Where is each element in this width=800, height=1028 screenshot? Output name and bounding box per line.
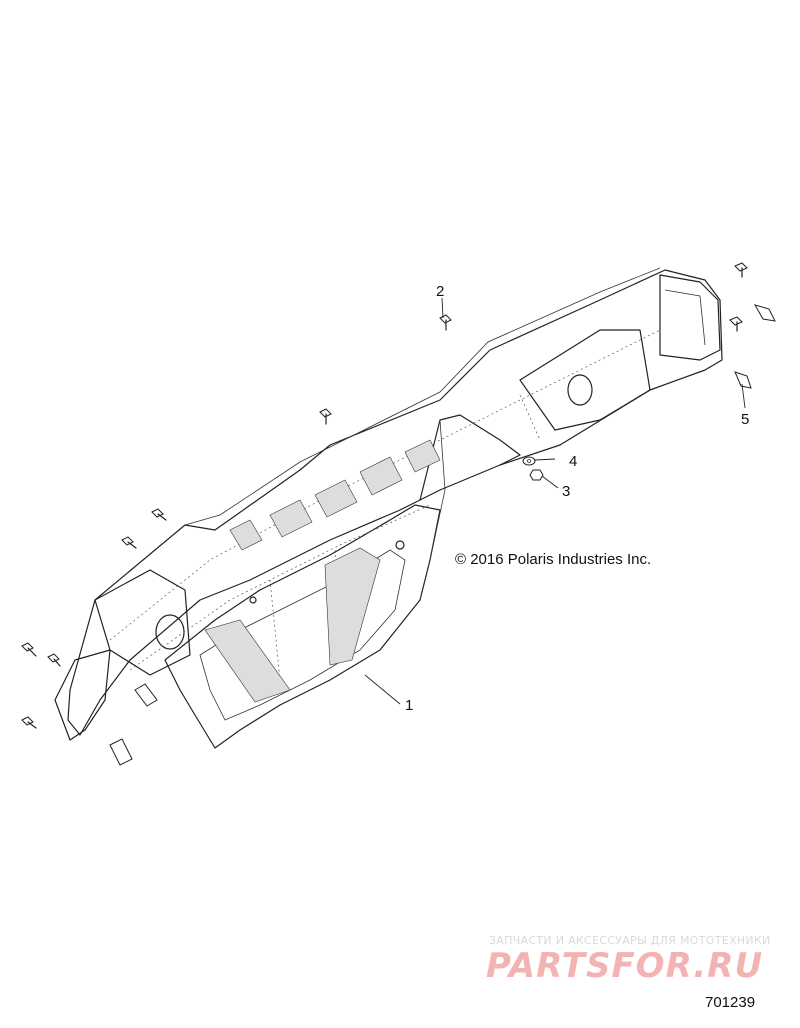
callout-4: 4 xyxy=(569,453,577,470)
callout-2: 2 xyxy=(436,283,444,300)
watermark-logo: PARTSFOR.RU xyxy=(486,946,764,986)
callout-5: 5 xyxy=(741,411,749,428)
callout-1: 1 xyxy=(405,697,413,714)
fasteners xyxy=(21,262,776,766)
skirt-vents xyxy=(204,547,381,703)
watermark-tagline: ЗАПЧАСТИ И АКСЕССУАРЫ ДЛЯ МОТОТЕХНИКИ xyxy=(489,934,771,947)
beam-vents xyxy=(229,439,441,551)
main-panel-part xyxy=(54,267,723,749)
copyright-notice: © 2016 Polaris Industries Inc. xyxy=(455,551,652,568)
callout-3: 3 xyxy=(562,483,570,500)
diagram-id: 701239 xyxy=(705,994,756,1011)
callout-leaders xyxy=(364,297,746,705)
